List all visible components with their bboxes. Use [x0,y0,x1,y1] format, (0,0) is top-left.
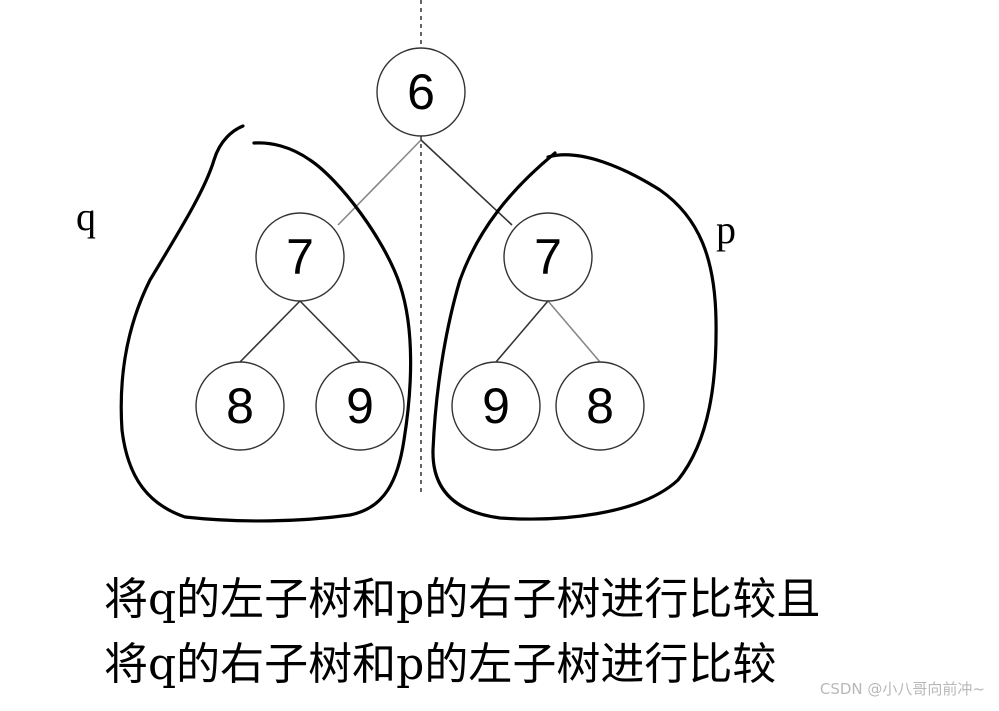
node-right-right-label: 8 [586,378,614,434]
node-right-right: 8 [555,361,645,451]
node-left-left: 8 [195,361,285,451]
edge-root-left [337,139,422,226]
edge-left-rightchild [299,300,361,363]
node-left-left-label: 8 [226,378,254,434]
edge-right-rightchild [547,300,601,363]
node-right-left: 9 [451,361,541,451]
node-right-left-label: 9 [482,378,510,434]
label-q: q [76,194,96,239]
node-root: 6 [376,47,466,137]
node-left-right: 9 [315,361,405,451]
watermark: CSDN @小八哥向前冲~ [819,680,985,698]
node-right: 7 [503,212,593,302]
node-root-label: 6 [407,64,435,120]
edge-left-leftchild [239,300,301,363]
edge-right-leftchild [495,300,549,363]
caption-line-1: 将q的左子树和p的右子树进行比较且 [104,574,821,625]
node-left-right-label: 9 [346,378,374,434]
node-right-label: 7 [534,229,562,285]
caption-line-2: 将q的右子树和p的左子树进行比较 [104,639,777,690]
node-left: 7 [255,212,345,302]
label-p: p [716,207,736,252]
left-subtree-outline [119,124,413,523]
node-left-label: 7 [286,229,314,285]
right-subtree-outline [431,151,718,521]
